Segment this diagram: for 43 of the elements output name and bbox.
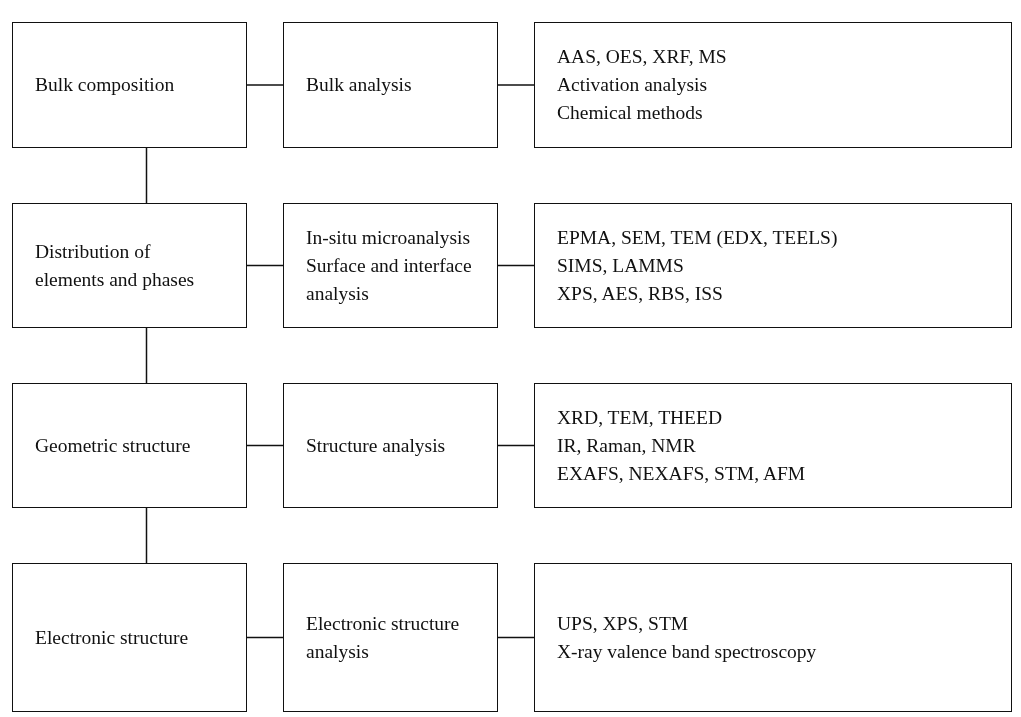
process-box [283,22,498,148]
connector-line [246,264,284,267]
box-text: Activation analysis [557,73,708,97]
box-text: Electronic structure [35,625,190,650]
connector-line [145,507,148,564]
box-text: Chemical methods [557,101,704,125]
process-box [283,383,498,508]
connector-line [497,636,535,639]
process-box [534,203,1012,328]
connector-line [246,444,284,447]
connector-line [246,636,284,639]
box-text: IR, Raman, NMR [557,433,697,458]
process-box [534,383,1012,508]
process-box [283,563,498,712]
process-box [12,203,247,328]
box-text: XPS, AES, RBS, ISS [557,281,724,306]
box-text: In-situ microanalysis [306,225,472,250]
process-box [534,22,1012,148]
box-text: EXAFS, NEXAFS, STM, AFM [557,461,807,486]
process-box [12,22,247,148]
connector-line [145,147,148,204]
connector-line [497,444,535,447]
process-box [534,563,1012,712]
box-text: Electronic structure analysis [306,611,461,664]
process-box [12,563,247,712]
box-text: Distribution of elements and phases [35,239,196,292]
box-text: AAS, OES, XRF, MS [557,45,728,69]
box-text: XRD, TEM, THEED [557,405,724,430]
box-text: EPMA, SEM, TEM (EDX, TEELS) [557,225,839,250]
connector-line [497,84,535,86]
connector-line [145,327,148,384]
connector-line [246,84,284,86]
box-text: X-ray valence band spectroscopy [557,639,818,664]
connector-line [497,264,535,267]
box-text: SIMS, LAMMS [557,253,685,278]
box-text: Structure analysis [306,433,447,458]
process-box [283,203,498,328]
process-box [12,383,247,508]
box-text: UPS, XPS, STM [557,611,690,636]
box-text: Bulk analysis [306,73,413,97]
box-text: Bulk composition [35,73,176,97]
box-text: Geometric structure [35,433,192,458]
box-text: Surface and interface analysis [306,253,473,306]
